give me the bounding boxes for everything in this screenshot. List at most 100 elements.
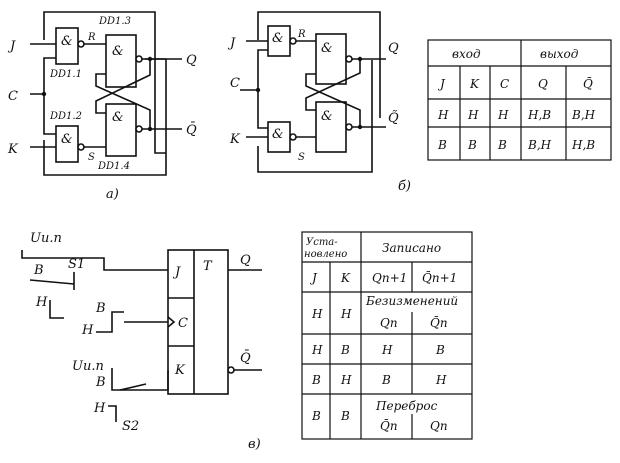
a-label-r: R	[87, 32, 96, 43]
c-supply-top: Uи.п	[30, 231, 62, 246]
c-s2-wire	[111, 368, 169, 391]
b-gate-1-symbol: &	[272, 31, 284, 46]
table-top-cell: В,Н	[527, 138, 552, 152]
b-label-j: J	[227, 36, 236, 51]
b-gate-3-bubble	[345, 55, 353, 63]
a-gate-dd12-symbol: &	[61, 132, 73, 147]
a-label-k: K	[7, 142, 19, 157]
table-bottom-row3-j: В	[311, 373, 321, 387]
b-feedback-bottom-wire	[257, 60, 373, 173]
c-clock-b-label: В	[95, 301, 106, 316]
c-s1-wire	[21, 250, 168, 271]
c-clock-h-label: Н	[81, 323, 94, 338]
c-s1-h-label: Н	[35, 295, 48, 310]
table-top-header-qbar: Q̄	[583, 76, 593, 91]
table-top-cell: В	[497, 138, 507, 152]
a-c-wire-up	[30, 57, 56, 95]
a-label-dd11: DD1.1	[49, 69, 82, 80]
b-label-qbar: Q̃	[388, 110, 399, 126]
diagram-b: & & & & J C K Q Q̃ R S б)	[227, 11, 411, 194]
a-gate-dd12-bubble	[77, 143, 85, 151]
table-top-cell: Н	[467, 108, 479, 122]
table-bottom-sub-qbar: Q̄n+1	[422, 270, 457, 285]
table-top-cell: Н,В	[571, 138, 595, 152]
c-s2-ground	[108, 405, 117, 422]
table-top-cell: Н	[497, 108, 509, 122]
a-gate-dd13-symbol: &	[112, 44, 124, 59]
b-cross-wire-2	[305, 73, 361, 127]
table-bottom: Уста- новлено Записано J K Qn+1 Q̄n+1 Н …	[301, 231, 473, 440]
b-gate-4-symbol: &	[321, 109, 333, 124]
c-s1-lever	[29, 279, 75, 285]
table-bottom-sub-j: J	[309, 271, 318, 285]
table-top-border	[427, 39, 612, 161]
a-label-dd14: DD1.4	[97, 161, 130, 172]
table-top-cell: В	[467, 138, 477, 152]
table-bottom-border	[301, 231, 473, 440]
c-pin-k: K	[174, 363, 186, 378]
table-bottom-row3-k: Н	[340, 373, 352, 387]
table-top-cell: В,Н	[571, 108, 596, 122]
b-label-q: Q	[388, 41, 399, 56]
c-pin-j: J	[172, 265, 181, 280]
table-bottom-head-right: Записано	[382, 241, 441, 255]
b-c-wire-up	[240, 49, 268, 91]
b-junction-qbar	[357, 124, 363, 130]
c-s2-lever	[119, 383, 147, 391]
a-gate-dd11-bubble	[77, 40, 85, 48]
b-label-c: C	[230, 76, 240, 91]
c-label-q: Q	[240, 253, 251, 268]
c-pin-t: T	[203, 259, 213, 274]
table-bottom-head-left-2: новлено	[304, 249, 347, 260]
table-bottom-row4-note: Переброс	[375, 399, 438, 413]
table-bottom-row1-note: Безизменений	[365, 294, 458, 308]
table-bottom-row2-qbar: В	[435, 343, 445, 357]
table-bottom-row4-j: В	[311, 409, 321, 423]
c-clock-triangle	[167, 316, 176, 328]
b-caption: б)	[398, 179, 411, 194]
a-junction-q	[147, 56, 153, 62]
c-pin-c: C	[178, 316, 188, 331]
c-s1-ground	[49, 300, 64, 319]
c-caption: в)	[248, 437, 261, 452]
a-gate-dd12	[55, 125, 79, 163]
table-bottom-row1-j: Н	[311, 307, 323, 321]
b-gate-3	[315, 33, 347, 85]
c-label-qbar: Q̄	[240, 350, 251, 366]
a-caption: а)	[106, 187, 119, 202]
table-top-cell: Н	[437, 108, 449, 122]
table-bottom-row1-k: Н	[340, 307, 352, 321]
b-junction-c	[255, 87, 261, 93]
c-clock-pulse	[96, 311, 124, 333]
a-gate-dd13	[105, 34, 137, 88]
a-label-s: S	[88, 152, 95, 163]
c-s2-b-label: В	[95, 375, 106, 390]
a-label-dd12: DD1.2	[49, 111, 82, 122]
table-top-cell: Н,В	[527, 108, 551, 122]
a-label-c: C	[8, 89, 18, 104]
b-gate-4-bubble	[345, 123, 353, 131]
c-s2-h-label: Н	[93, 401, 106, 416]
a-feedback-top-wire	[43, 11, 166, 154]
a-junction-qbar	[147, 126, 153, 132]
table-bottom-row1-qbar: Q̄n	[430, 315, 448, 330]
table-bottom-row3-q: В	[381, 373, 391, 387]
table-bottom-row2-k: В	[340, 343, 350, 357]
a-label-dd13: DD1.3	[98, 16, 131, 27]
table-bottom-row2-j: Н	[311, 343, 323, 357]
b-gate-3-symbol: &	[321, 41, 333, 56]
table-bottom-row1-q: Qn	[380, 316, 398, 330]
table-bottom-sub-k: K	[340, 271, 351, 285]
a-gate-dd11-symbol: &	[61, 34, 73, 49]
table-top-header-k: K	[469, 77, 480, 91]
a-label-q: Q	[186, 53, 197, 68]
b-label-r: R	[297, 29, 306, 40]
a-cross-wire-2	[95, 73, 151, 129]
table-top-group-out: выход	[540, 47, 579, 61]
a-cross-wire-1	[95, 59, 151, 114]
table-top-header-c: C	[500, 77, 509, 91]
table-bottom-row3-qbar: Н	[435, 373, 447, 387]
b-cross-wire-1	[305, 59, 361, 111]
table-bottom-row4-qbar: Qn	[430, 419, 448, 433]
